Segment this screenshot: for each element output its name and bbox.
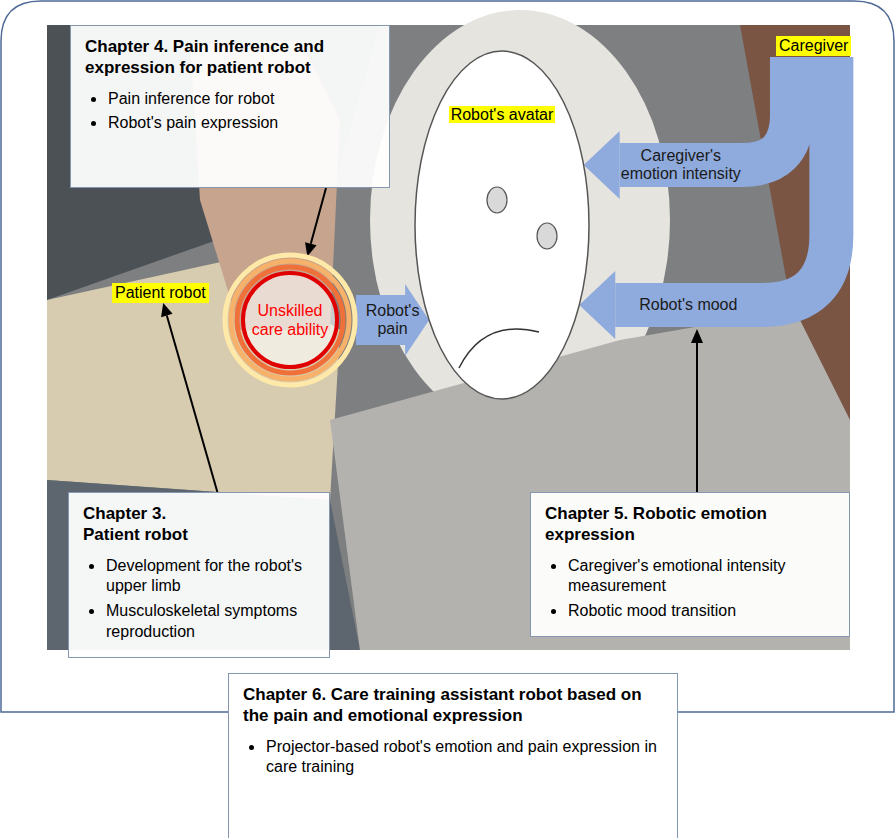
ring-third (237, 267, 343, 373)
chapter-heading: Chapter 4. Pain inference and expression… (85, 36, 375, 79)
connector-line (167, 315, 218, 492)
bullet-text: Pain inference for robot (108, 89, 274, 110)
avatar-label: Robot's avatar (449, 106, 556, 123)
bullet-row: Musculoskeletal symptoms reproduction (83, 601, 315, 643)
ring-inner (243, 273, 337, 367)
bullet-dot (91, 121, 96, 126)
chapter-box: Chapter 4. Pain inference and expression… (70, 25, 390, 188)
face-eye (487, 187, 507, 213)
chapter-heading: Chapter 6. Care training assistant robot… (243, 684, 663, 727)
bullet-text: Musculoskeletal symptoms reproduction (106, 601, 315, 643)
avatar-face: Robot's avatar (414, 50, 590, 400)
chapter-box: Chapter 3. Patient robotDevelopment for … (68, 492, 330, 658)
face-graphic (414, 50, 590, 400)
ring-graphic (222, 252, 358, 388)
chapter-box: Chapter 5. Robotic emotion expressionCar… (530, 492, 850, 637)
highlight-tag: Caregiver (776, 36, 851, 56)
bullet-row: Robotic mood transition (545, 601, 835, 622)
connector (579, 57, 831, 339)
bullet-dot (91, 97, 96, 102)
leader-line (696, 343, 698, 492)
bullet-dot (249, 745, 254, 750)
connector (161, 303, 217, 492)
face-label-row: Robot's avatar (414, 105, 590, 125)
connector (305, 188, 326, 256)
bullet-dot (551, 564, 556, 569)
bullet-row: Pain inference for robot (85, 89, 375, 110)
connector-label: Robot's pain (360, 302, 426, 339)
bullet-row: Development for the robot's upper limb (83, 556, 315, 598)
leader-arrowhead (691, 329, 703, 343)
tag-label: Caregiver (779, 37, 848, 54)
face-eye (537, 223, 557, 249)
ring-second (231, 261, 349, 379)
bullet-text: Caregiver's emotional intensity measurem… (568, 556, 835, 598)
chapter-box: Chapter 6. Care training assistant robot… (228, 673, 678, 838)
bullet-dot (89, 564, 94, 569)
arrowhead (584, 131, 620, 199)
bullet-text: Projector-based robot's emotion and pain… (266, 737, 663, 779)
block-arrow (356, 284, 429, 356)
connector-line (311, 188, 326, 244)
face-mouth (459, 329, 539, 368)
ring-outer (225, 255, 355, 385)
photo-sweater (330, 300, 850, 650)
connector (356, 284, 429, 356)
chapter-heading: Chapter 3. Patient robot (83, 503, 213, 546)
bullet-dot (551, 609, 556, 614)
bullet-text: Robot's pain expression (108, 113, 278, 134)
bullet-text: Development for the robot's upper limb (106, 556, 315, 598)
face-outline (415, 51, 589, 399)
bullet-row: Projector-based robot's emotion and pain… (243, 737, 663, 779)
outer-frame (1, 1, 894, 712)
connector-label: Robot's mood (639, 296, 737, 314)
bullet-text: Robotic mood transition (568, 601, 736, 622)
ring-label: Unskilled care ability (248, 301, 332, 339)
ring-node: Unskilled care ability (222, 252, 358, 388)
highlight-tag: Patient robot (112, 283, 209, 303)
bullet-row: Caregiver's emotional intensity measurem… (545, 556, 835, 598)
arrowhead (305, 242, 317, 256)
ring-label-wrap: Unskilled care ability (222, 252, 358, 388)
connector (584, 57, 792, 199)
chapter-heading: Chapter 5. Robotic emotion expression (545, 503, 835, 546)
bullet-dot (89, 609, 94, 614)
tag-label: Patient robot (115, 284, 206, 301)
bullet-row: Robot's pain expression (85, 113, 375, 134)
connector-label: Caregiver's emotion intensity (614, 147, 748, 184)
arrowhead (161, 303, 173, 317)
